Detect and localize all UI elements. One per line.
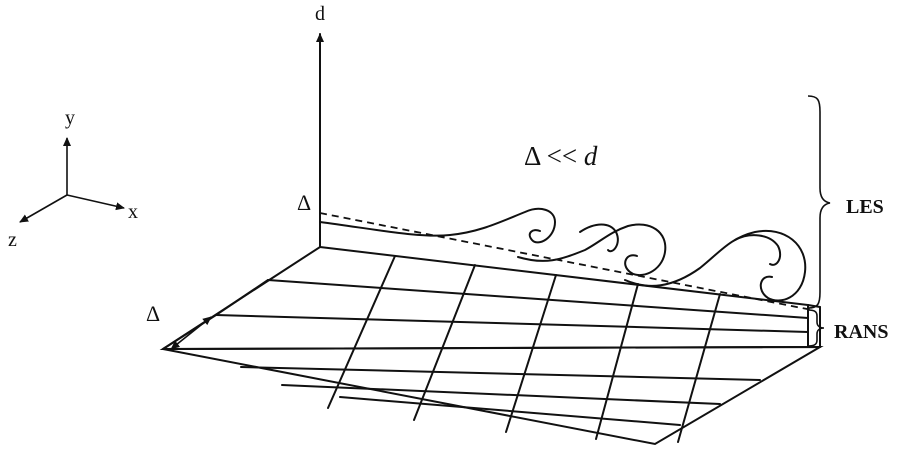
grid-front-face <box>162 345 824 446</box>
relation-label: Δ << d <box>524 141 598 171</box>
grid-front-row <box>281 384 721 405</box>
wall-distance-axis: d Δ <box>297 3 325 248</box>
wall-delta-label: Δ <box>297 190 311 215</box>
axes-triad: y x z <box>8 107 138 251</box>
z-axis-arrow <box>19 194 68 223</box>
grid-delta-label: Δ <box>146 301 160 326</box>
grid-col-line <box>677 293 721 443</box>
vortex-2 <box>517 223 667 277</box>
vortex-3 <box>624 229 807 302</box>
x-axis-arrow <box>66 194 125 211</box>
relation-operator: << <box>540 141 584 171</box>
grid-col-line <box>505 274 557 433</box>
grid-left-edge <box>215 279 269 316</box>
vortex-layer <box>319 207 807 302</box>
grid-row-line <box>215 314 809 333</box>
les-rans-interface-line <box>319 212 813 311</box>
rans-label: RANS <box>834 321 888 343</box>
grid-row-line <box>267 279 809 319</box>
vortex-2-inner <box>579 223 619 253</box>
y-axis-label: y <box>65 107 75 129</box>
region-braces <box>807 95 831 347</box>
rans-brace <box>807 309 825 347</box>
grid-delta-arrow <box>170 316 212 350</box>
grid-outline <box>159 245 809 351</box>
grid-col-line <box>413 264 476 421</box>
relation-delta: Δ <box>524 141 541 171</box>
grid-edge-ext <box>807 304 821 308</box>
les-brace <box>807 95 831 309</box>
mesh-grid <box>159 245 824 446</box>
vortex-3-inner <box>734 234 782 266</box>
grid-col-line <box>327 255 396 409</box>
x-axis-label: x <box>128 201 138 223</box>
d-axis-label: d <box>315 3 325 25</box>
vortex-1 <box>319 207 557 244</box>
les-label: LES <box>846 196 884 218</box>
grid-front-row <box>339 396 681 426</box>
grid-front-row <box>240 366 761 381</box>
z-axis-label: z <box>8 229 17 251</box>
relation-d: d <box>584 141 598 171</box>
grid-spacing-indicator: Δ <box>146 301 212 350</box>
grid-col-line <box>595 283 639 440</box>
